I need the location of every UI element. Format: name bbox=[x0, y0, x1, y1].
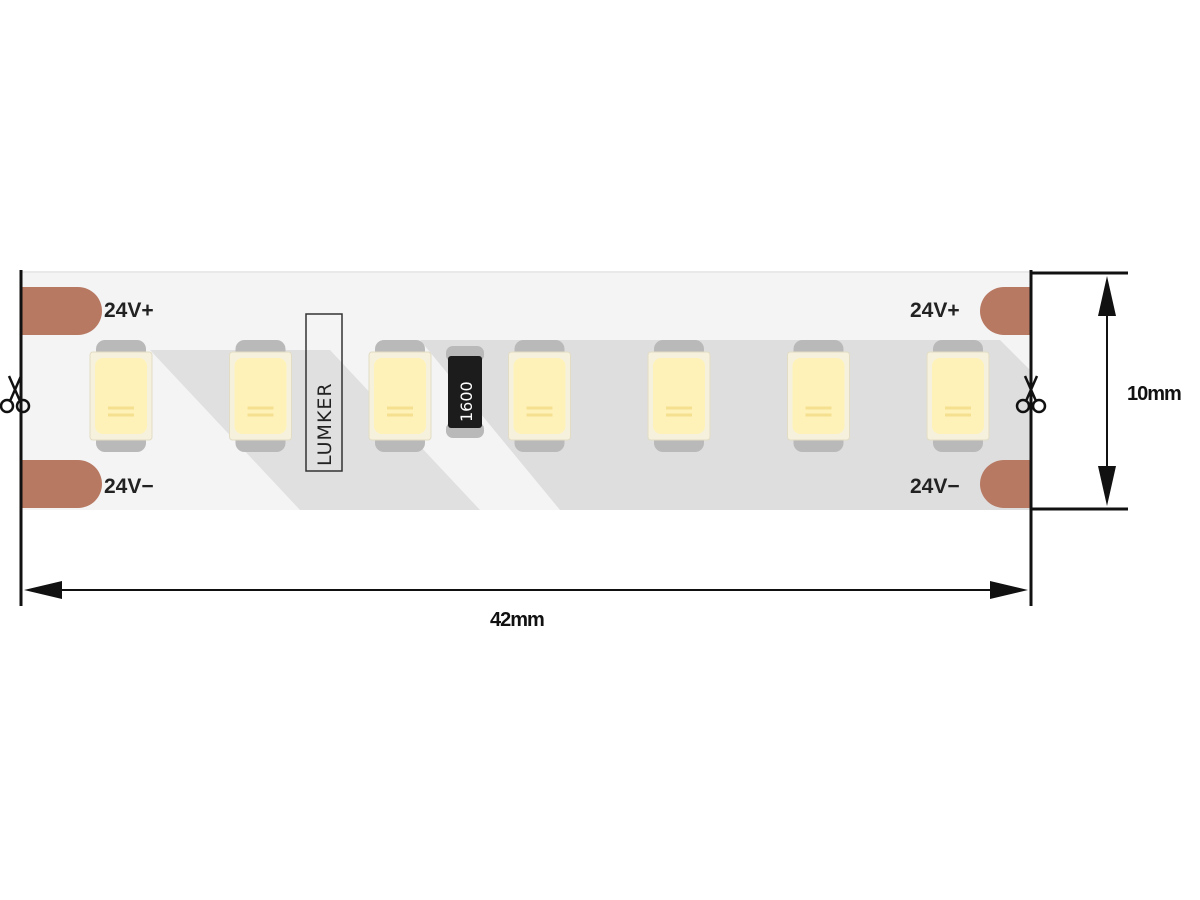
arrow-right bbox=[990, 581, 1028, 599]
pcb-shadow-wide bbox=[420, 340, 1032, 510]
resistor: 1600 bbox=[446, 346, 484, 438]
copper-pads bbox=[22, 287, 1032, 508]
logo-frame bbox=[305, 313, 343, 472]
led-chip bbox=[89, 340, 153, 452]
pad-label-top-right: 24V+ bbox=[910, 299, 960, 322]
led-chip bbox=[647, 340, 711, 452]
pcb-strip bbox=[22, 271, 1032, 510]
resistor-code: 1600 bbox=[457, 381, 476, 422]
length-label: 42mm bbox=[490, 609, 544, 631]
led-chip bbox=[368, 340, 432, 452]
brand-logo: LUMKER bbox=[305, 313, 343, 472]
pad-bottom-right bbox=[980, 460, 1032, 508]
led-phosphor bbox=[513, 358, 566, 434]
length-dimension: 42mm bbox=[19, 270, 1033, 631]
pad-label-bottom-right: 24V− bbox=[910, 475, 960, 498]
width-dimension: 10mm bbox=[1032, 271, 1182, 511]
led-phosphor bbox=[234, 358, 287, 434]
arrow-left bbox=[24, 581, 62, 599]
led-chip bbox=[926, 340, 990, 452]
led-row bbox=[89, 340, 990, 452]
pad-top-right bbox=[980, 287, 1032, 335]
led-phosphor bbox=[792, 358, 845, 434]
pad-label-top-left: 24V+ bbox=[104, 299, 154, 322]
led-phosphor bbox=[374, 358, 426, 434]
pad-bottom-left bbox=[22, 460, 102, 508]
arrow-up bbox=[1098, 276, 1116, 316]
led-phosphor bbox=[932, 358, 984, 434]
width-label: 10mm bbox=[1127, 383, 1181, 405]
led-chip bbox=[229, 340, 292, 452]
pad-top-left bbox=[22, 287, 102, 335]
led-phosphor bbox=[95, 358, 147, 434]
pad-label-bottom-left: 24V− bbox=[104, 475, 154, 498]
logo-text: LUMKER bbox=[314, 382, 336, 466]
resistor-body bbox=[448, 356, 482, 428]
led-phosphor bbox=[653, 358, 705, 434]
led-chip bbox=[508, 340, 571, 452]
scissors-icon bbox=[0, 375, 31, 414]
arrow-down bbox=[1098, 466, 1116, 506]
led-chip bbox=[787, 340, 850, 452]
